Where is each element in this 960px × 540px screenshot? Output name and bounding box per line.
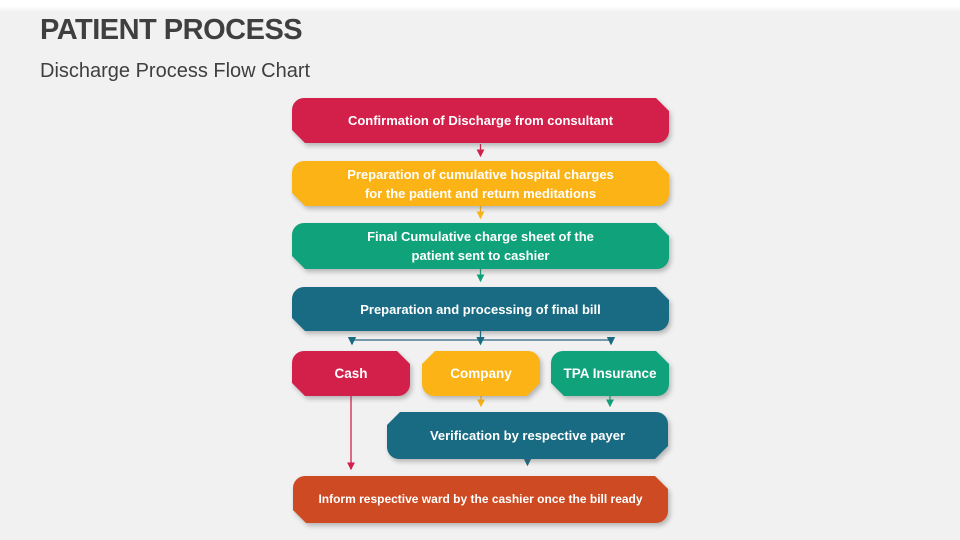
node-label: Inform respective ward by the cashier on… — [318, 492, 643, 506]
flow-node-confirmation: Confirmation of Discharge from consultan… — [292, 98, 669, 143]
node-label: Preparation and processing of final bill — [360, 301, 601, 317]
flow-node-charge-sheet: Final Cumulative charge sheet of the pat… — [292, 223, 669, 269]
flow-node-company: Company — [422, 351, 540, 396]
page-title: PATIENT PROCESS — [40, 14, 303, 46]
node-label-line1: Final Cumulative charge sheet of the — [367, 229, 594, 244]
flow-node-cumulative-charges: Preparation of cumulative hospital charg… — [292, 161, 669, 206]
flow-node-cash: Cash — [292, 351, 410, 396]
node-label: Verification by respective payer — [429, 428, 626, 443]
page-subtitle: Discharge Process Flow Chart — [40, 60, 311, 82]
node-label: Cash — [334, 366, 368, 381]
node-label: TPA Insurance — [563, 366, 657, 381]
node-label: Company — [450, 366, 512, 381]
node-label: Confirmation of Discharge from consultan… — [347, 113, 614, 128]
node-label-line1: Preparation of cumulative hospital charg… — [347, 166, 614, 182]
node-label-line2: for the patient and return meditations — [364, 185, 597, 201]
flow-node-inform-ward: Inform respective ward by the cashier on… — [293, 476, 668, 523]
node-label-line2: patient sent to cashier — [411, 248, 550, 263]
flow-node-verification: Verification by respective payer — [387, 412, 668, 459]
flow-node-final-bill: Preparation and processing of final bill — [292, 287, 669, 331]
flow-node-tpa-insurance: TPA Insurance — [551, 351, 669, 396]
